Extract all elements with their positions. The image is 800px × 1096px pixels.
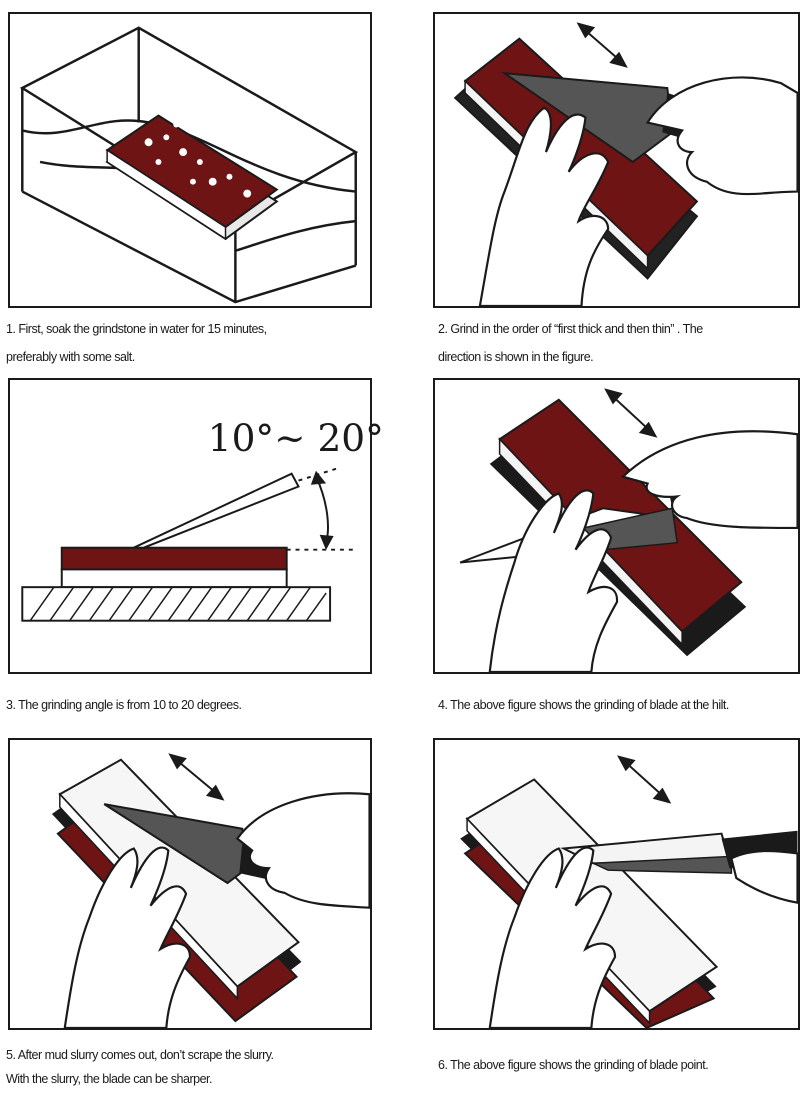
- grindstone-icon: [60, 546, 288, 589]
- step-1-caption-line-2: preferably with some salt.: [6, 350, 135, 364]
- hilt-grinding-drawing: [459, 388, 799, 674]
- step-5-caption-line-1: 5. After mud slurry comes out, don’t scr…: [6, 1048, 274, 1062]
- hatched-base-icon: [21, 586, 332, 622]
- step-3-caption-line-1: 3. The grinding angle is from 10 to 20 d…: [6, 698, 242, 712]
- step-3-illustration: 10°~ 20°: [8, 378, 384, 674]
- step-6-caption-line-1: 6. The above figure shows the grinding o…: [438, 1058, 709, 1072]
- knife-icon: [133, 472, 300, 549]
- hand-icon: [488, 430, 799, 674]
- double-arrow-icon: [576, 22, 628, 68]
- slurry-grinding-drawing: [51, 753, 371, 1030]
- double-arrow-icon: [604, 388, 658, 438]
- step-5-illustration: [8, 738, 372, 1030]
- grinding-angle-drawing: 10°~ 20°: [21, 416, 384, 622]
- water-bubbles-icon: [144, 121, 252, 198]
- point-grinding-drawing: [460, 755, 799, 1030]
- step-1-illustration: [8, 12, 372, 308]
- angle-label: 10°~ 20°: [208, 416, 384, 460]
- angle-arc-icon: [286, 467, 356, 551]
- water-soak-drawing: [19, 26, 359, 304]
- step-2-illustration: [433, 12, 800, 308]
- double-arrow-icon: [617, 755, 672, 804]
- hand-icon: [63, 792, 371, 1030]
- step-2-caption-line-1: 2. Grind in the order of “first thick an…: [438, 322, 703, 336]
- double-arrow-icon: [168, 753, 225, 801]
- step-4-illustration: [433, 378, 800, 674]
- grindstone-icon: [105, 114, 279, 241]
- thick-to-thin-drawing: [453, 22, 799, 308]
- step-6-illustration: [433, 738, 800, 1030]
- step-5-caption-line-2: With the slurry, the blade can be sharpe…: [6, 1072, 212, 1086]
- hand-icon: [478, 76, 799, 308]
- step-1-caption-line-1: 1. First, soak the grindstone in water f…: [6, 322, 267, 336]
- step-2-caption-line-2: direction is shown in the figure.: [438, 350, 594, 364]
- step-4-caption-line-1: 4. The above figure shows the grinding o…: [438, 698, 729, 712]
- hand-icon: [488, 846, 799, 1030]
